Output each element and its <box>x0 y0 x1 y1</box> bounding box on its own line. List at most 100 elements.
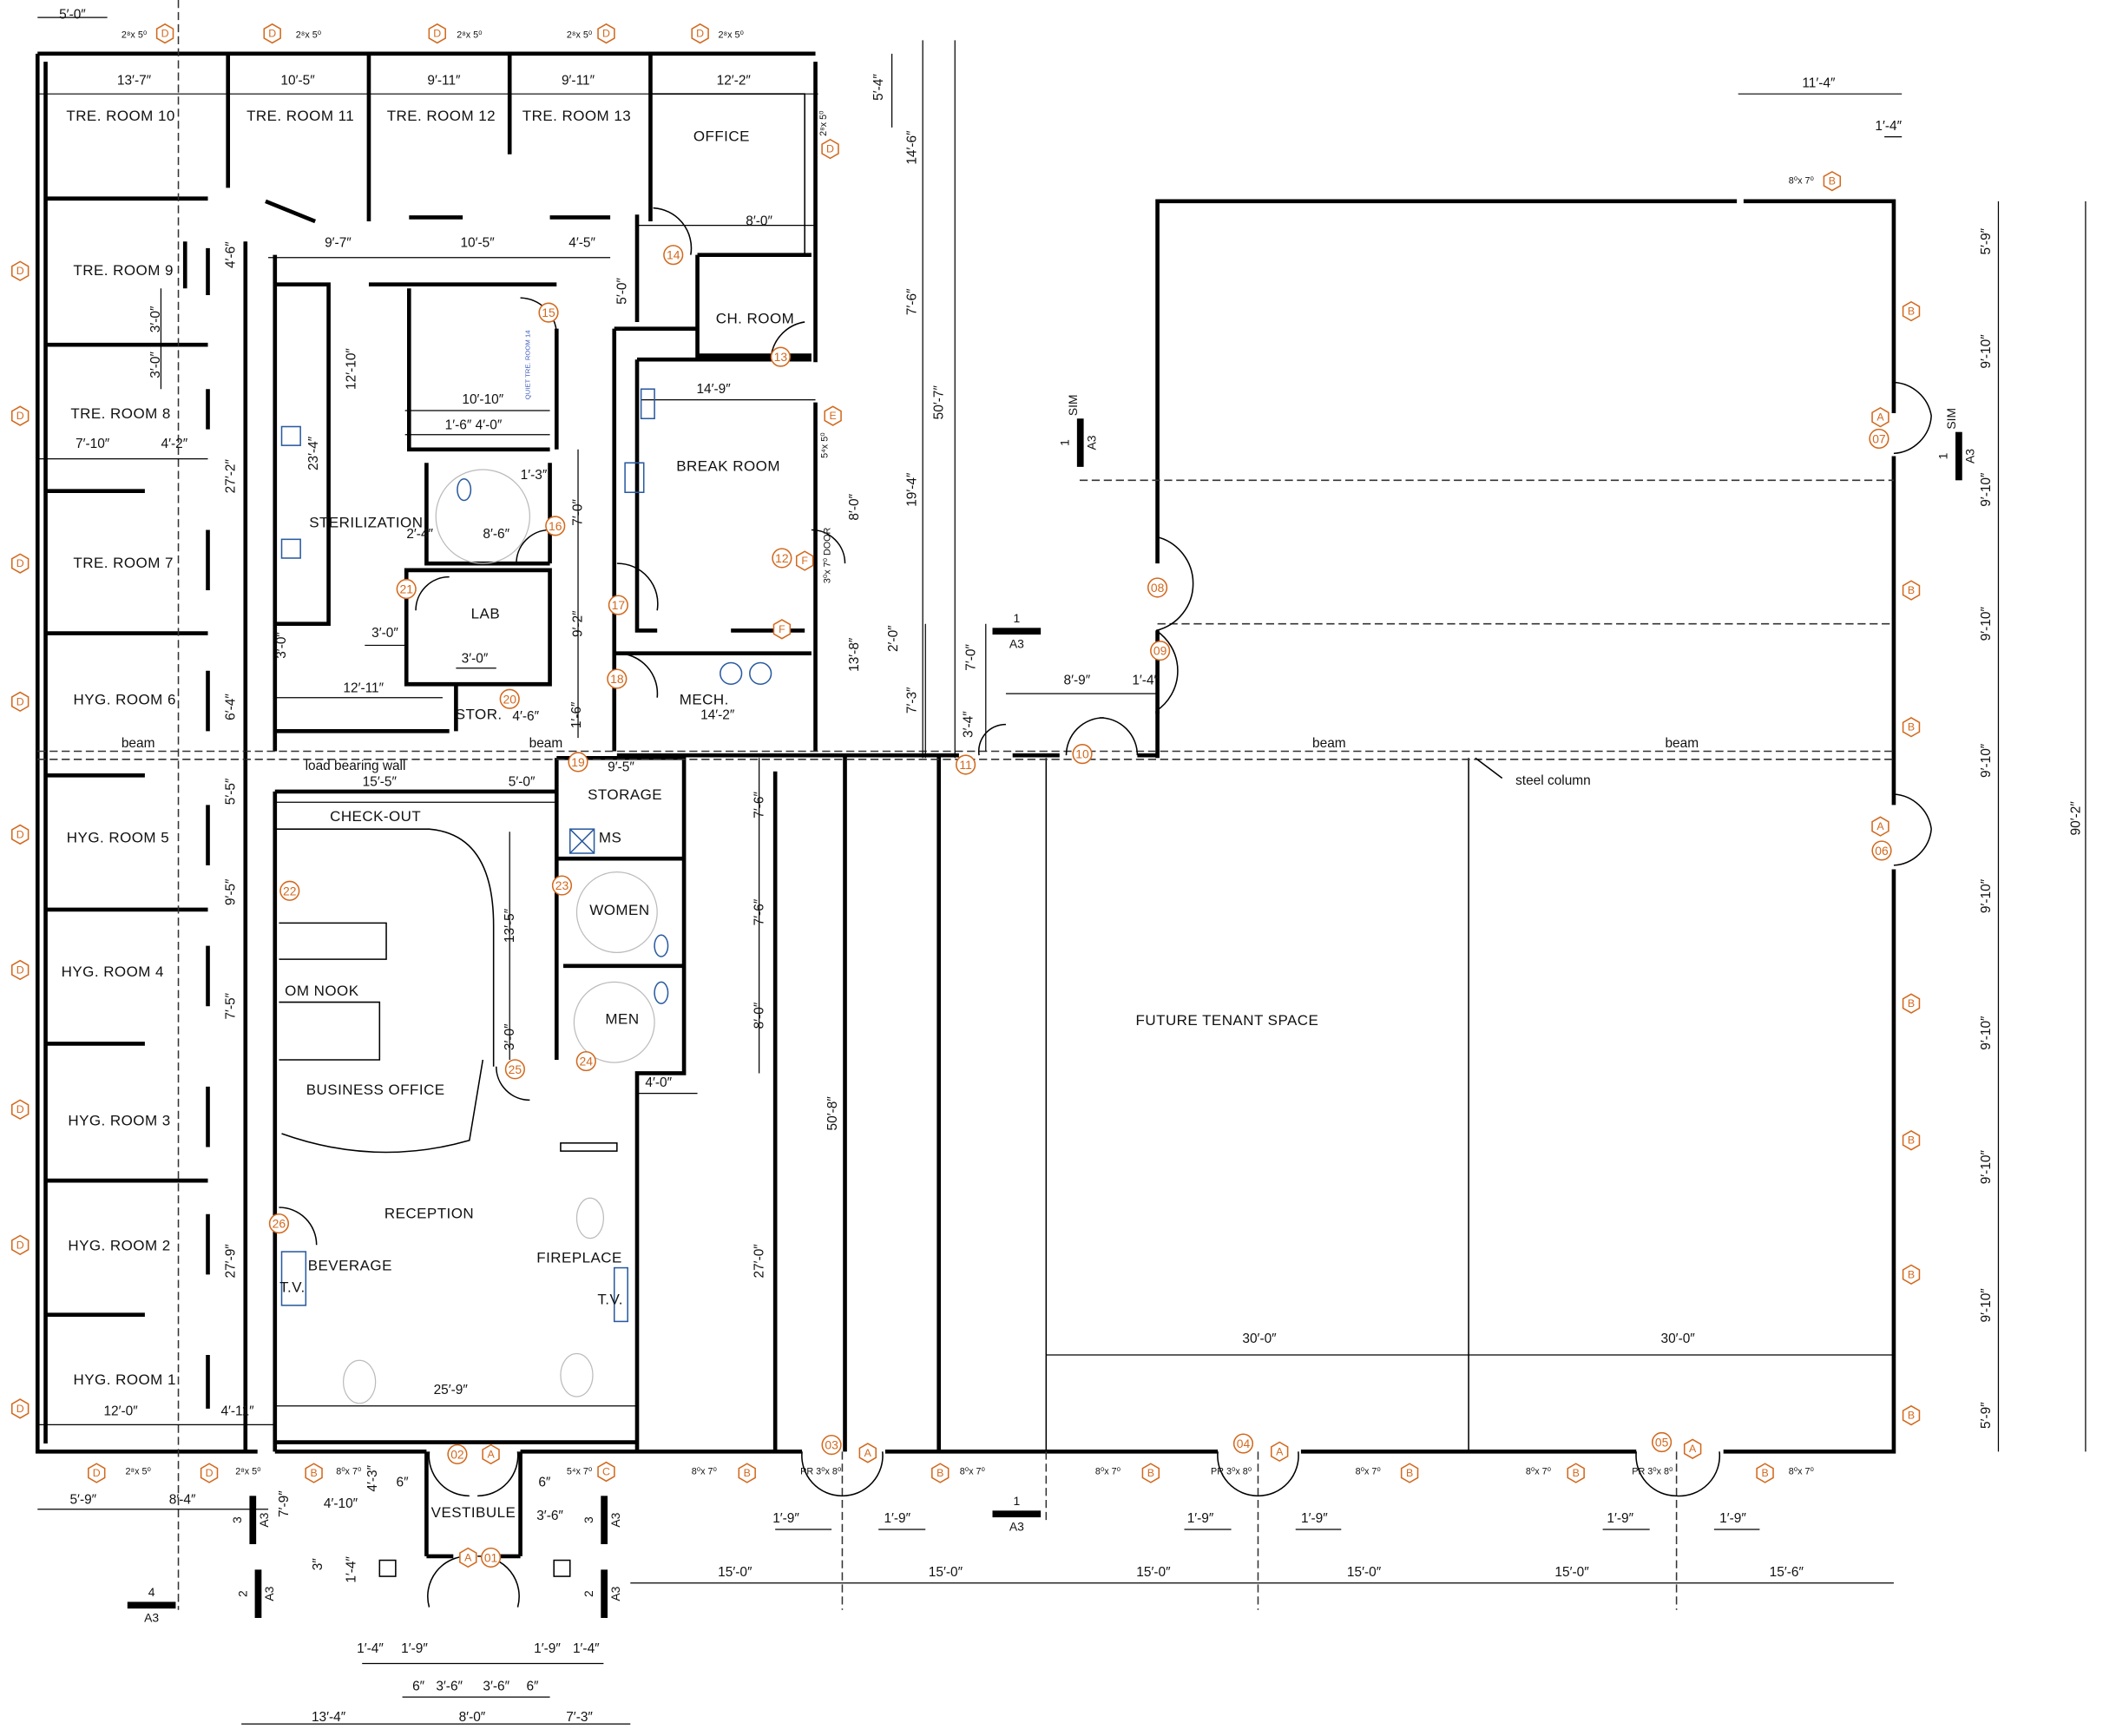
window-type-tag: B <box>1823 170 1842 192</box>
dimension-label: 8′-9″ <box>1064 673 1091 687</box>
dimension-label: 15′-5″ <box>363 775 398 790</box>
door-tag: 17 <box>608 595 628 615</box>
dimension-label: 1′-4″ <box>1875 119 1902 134</box>
window-type-letter: D <box>93 1467 101 1479</box>
door-tag: 25 <box>504 1059 525 1080</box>
annotation-label: beam <box>529 736 563 751</box>
room-label: CHECK-OUT <box>330 808 421 825</box>
window-size-label: 5⁴x 7⁰ <box>567 1467 593 1477</box>
window-type-letter: F <box>801 555 808 567</box>
section-sheet: A3 <box>1963 449 1977 464</box>
window-type-tag: D <box>88 1463 106 1483</box>
window-type-letter: D <box>16 410 24 422</box>
room-label: TRE. ROOM 12 <box>387 108 496 124</box>
dimension-label: 12′-10″ <box>345 348 359 390</box>
door-tag-number: 24 <box>580 1055 594 1069</box>
window-type-letter: B <box>1908 1134 1915 1147</box>
door-tag: 07 <box>1869 428 1889 450</box>
door-tag: 13 <box>770 346 791 367</box>
window-size-label: PR 3⁰x 8⁰ <box>1632 1467 1673 1477</box>
dimension-label: 8′-4″ <box>169 1493 196 1508</box>
window-type-letter: C <box>602 1466 610 1478</box>
dimension-label: 15′-0″ <box>1136 1565 1171 1580</box>
room-label: STOR. <box>456 706 503 722</box>
section-number: 1 <box>1058 439 1072 446</box>
dimension-label: 4′-6″ <box>223 241 238 268</box>
window-size-label: 2⁸x 5⁰ <box>296 30 322 40</box>
window-size-label: 2⁸x 5⁰ <box>122 30 148 40</box>
window-type-letter: B <box>310 1467 317 1479</box>
window-type-tag: A <box>1683 1438 1702 1459</box>
dimension-label: 12′-11″ <box>343 681 384 696</box>
window-type-tag: D <box>10 1234 30 1256</box>
section-prefix: SIM <box>1944 408 1958 430</box>
section-number: 2 <box>235 1590 249 1597</box>
window-size-label: 2⁸x 5⁰ <box>457 30 483 40</box>
dimension-label: 6″ <box>538 1476 551 1490</box>
room-label: CH. ROOM <box>716 310 795 326</box>
window-type-tag: D <box>10 405 30 426</box>
door-tag: 04 <box>1232 1433 1254 1454</box>
section-sheet: A3 <box>1084 435 1098 450</box>
window-type-tag: B <box>1902 993 1921 1014</box>
room-label: HYG. ROOM 5 <box>67 830 169 846</box>
window-type-tag: A <box>482 1443 500 1465</box>
door-tag: 14 <box>663 245 684 266</box>
section-prefix: SIM <box>1066 394 1080 416</box>
door-tag-number: 17 <box>612 598 626 612</box>
door-tag: 01 <box>480 1547 502 1568</box>
fixtures <box>280 388 772 1577</box>
window-type-tag: D <box>597 23 615 44</box>
window-type-letter: A <box>464 1551 472 1563</box>
window-type-letter: D <box>16 265 24 277</box>
window-type-letter: B <box>1908 1410 1915 1422</box>
dimension-label: 3′-0″ <box>503 1023 517 1050</box>
dimension-label: 30′-0″ <box>1661 1332 1696 1346</box>
section-sheet: A3 <box>257 1512 271 1527</box>
dimension-label: 1′-4″ <box>573 1641 600 1656</box>
dimension-label: 5′-0″ <box>59 8 86 23</box>
door-tag-number: 02 <box>450 1447 464 1461</box>
dimension-label: 15′-0″ <box>929 1565 963 1580</box>
window-type-tag: B <box>738 1463 756 1483</box>
room-label: VESTIBULE <box>431 1504 516 1521</box>
dimension-label: 5′-0″ <box>615 278 630 305</box>
dimension-label: 30′-0″ <box>1242 1332 1277 1346</box>
section-marker: 1A3 <box>992 1494 1042 1534</box>
dimension-label: 8′-0″ <box>847 493 862 520</box>
door-tag-number: 05 <box>1655 1436 1669 1450</box>
dimension-label: 50′-7″ <box>931 385 946 420</box>
dimension-labels: 5′-0″13′-7″10′-5″9′-11″9′-11″12′-2″11′-4… <box>59 8 2084 1725</box>
dimension-label: 4′-11″ <box>220 1404 254 1419</box>
dimension-label: 13′-8″ <box>847 637 862 672</box>
dimension-label: 5′-9″ <box>1979 227 1994 254</box>
dimension-label: 3′-6″ <box>436 1679 463 1693</box>
dimension-label: 12′-0″ <box>103 1404 138 1419</box>
dimension-label: 19′-4″ <box>904 472 919 507</box>
dimension-label: 12′-2″ <box>717 73 752 88</box>
window-type-tag: D <box>263 23 281 44</box>
window-type-letter: D <box>16 1403 24 1415</box>
window-type-tag: A <box>858 1443 877 1463</box>
dimension-label: 3′-6″ <box>536 1509 563 1523</box>
door-tag-number: 26 <box>273 1217 286 1231</box>
dimension-label: 9′-5″ <box>223 878 238 905</box>
window-size-label: 8⁰x 7⁰ <box>692 1467 718 1477</box>
window-type-letter: D <box>16 963 24 976</box>
dimension-label: 27′-2″ <box>223 459 238 494</box>
annotation-label: QUIET TRE. ROOM 14 <box>523 330 531 400</box>
door-tag-number: 04 <box>1237 1437 1251 1450</box>
window-size-label: 2⁸x 5⁰ <box>818 110 829 136</box>
room-label: MS <box>599 830 621 846</box>
window-type-tag: B <box>1902 580 1921 601</box>
window-type-tag: D <box>155 23 174 44</box>
window-type-letter: B <box>1761 1467 1768 1479</box>
window-type-letter: D <box>433 28 441 40</box>
door-tag: 06 <box>1871 840 1892 861</box>
door-tag-number: 20 <box>503 692 516 706</box>
dimension-label: 25′-9″ <box>434 1383 469 1397</box>
